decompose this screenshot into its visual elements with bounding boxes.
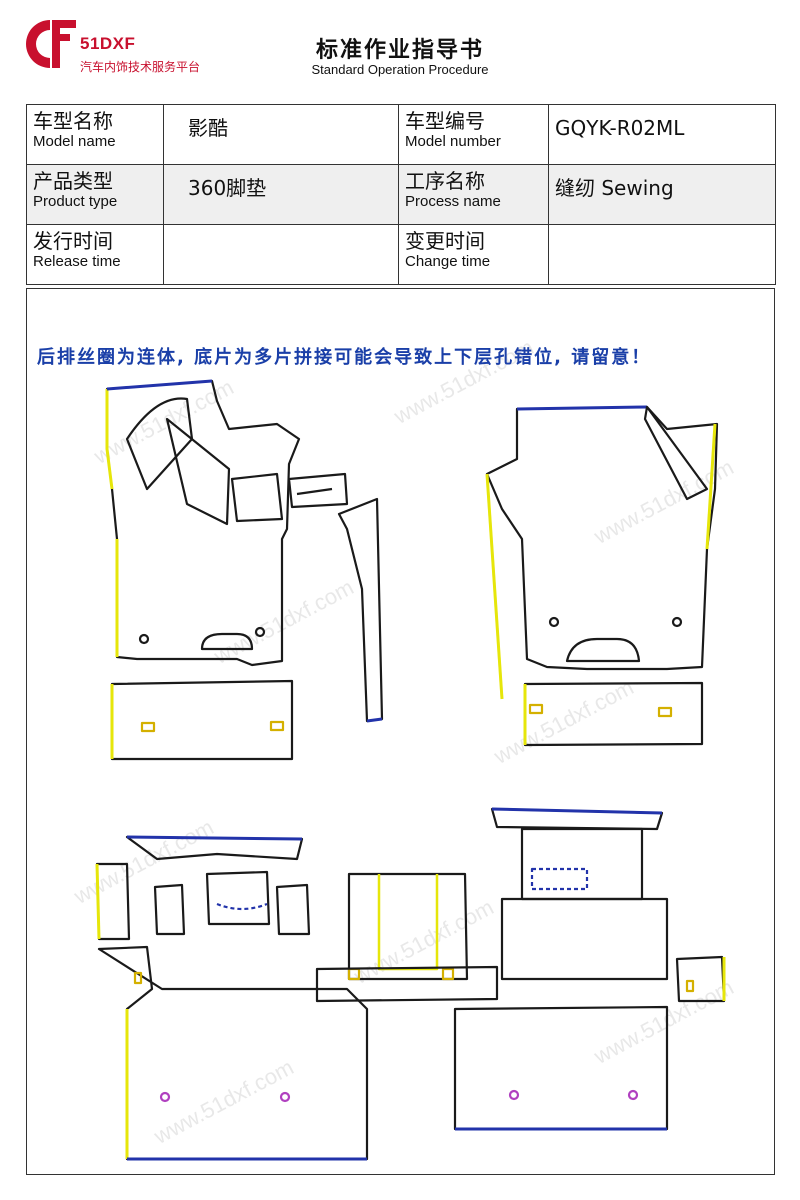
model-number-label-en: Model number xyxy=(405,133,501,150)
process-name-value: 缝纫 Sewing xyxy=(548,164,776,225)
rear-right-mat-piece xyxy=(453,807,726,1131)
model-number-label-cell: 车型编号 Model number xyxy=(398,104,549,165)
model-name-label: 车型名称 xyxy=(33,109,113,133)
rear-left-mat-piece xyxy=(95,835,369,1161)
change-time-value xyxy=(548,224,776,285)
brand-name: 51DXF xyxy=(80,34,136,53)
process-name-label-en: Process name xyxy=(405,193,501,210)
process-name-label-cell: 工序名称 Process name xyxy=(398,164,549,225)
sewing-note: 后排丝圈为连体, 底片为多片拼接可能会导致上下层孔错位, 请留意！ xyxy=(37,347,652,368)
rear-center-tunnel-piece xyxy=(315,872,499,1003)
model-number-label: 车型编号 xyxy=(405,109,485,133)
center-tunnel-piece xyxy=(230,472,384,723)
51dxf-logo-icon xyxy=(26,20,76,68)
info-table: 车型名称 Model name 影酷 车型编号 Model number GQY… xyxy=(26,104,776,285)
change-time-label-en: Change time xyxy=(405,253,491,270)
change-time-label-cell: 变更时间 Change time xyxy=(398,224,549,285)
page-title: 标准作业指导书 xyxy=(315,38,484,63)
model-number-value: GQYK-R02ML xyxy=(548,104,776,165)
brand-tagline: 汽车内饰技术服务平台 xyxy=(80,60,201,74)
product-type-label: 产品类型 xyxy=(33,169,113,193)
page-subtitle: Standard Operation Procedure xyxy=(311,62,489,77)
release-time-label-en: Release time xyxy=(33,253,121,270)
model-name-label-en: Model name xyxy=(33,133,116,150)
front-left-mat-piece xyxy=(105,379,301,761)
release-time-label: 发行时间 xyxy=(33,229,113,253)
front-right-mat-piece xyxy=(485,405,719,747)
process-name-label: 工序名称 xyxy=(405,169,485,193)
pattern-sketch-panel: www.51dxf.com www.51dxf.com www.51dxf.co… xyxy=(26,288,775,1175)
table-row: 车型名称 Model name 影酷 车型编号 Model number GQY… xyxy=(26,104,776,165)
model-name-label-cell: 车型名称 Model name xyxy=(26,104,164,165)
product-type-value: 360脚垫 xyxy=(163,164,399,225)
model-name-value: 影酷 xyxy=(163,104,399,165)
table-row: 产品类型 Product type 360脚垫 工序名称 Process nam… xyxy=(26,164,776,225)
header: 51DXF 汽车内饰技术服务平台 标准作业指导书 Standard Operat… xyxy=(0,0,800,100)
table-row: 发行时间 Release time 变更时间 Change time xyxy=(26,224,776,285)
release-time-value xyxy=(163,224,399,285)
product-type-label-en: Product type xyxy=(33,193,118,210)
release-time-label-cell: 发行时间 Release time xyxy=(26,224,164,285)
change-time-label: 变更时间 xyxy=(405,229,485,253)
floor-mat-pattern-drawing xyxy=(95,379,726,1161)
product-type-label-cell: 产品类型 Product type xyxy=(26,164,164,225)
